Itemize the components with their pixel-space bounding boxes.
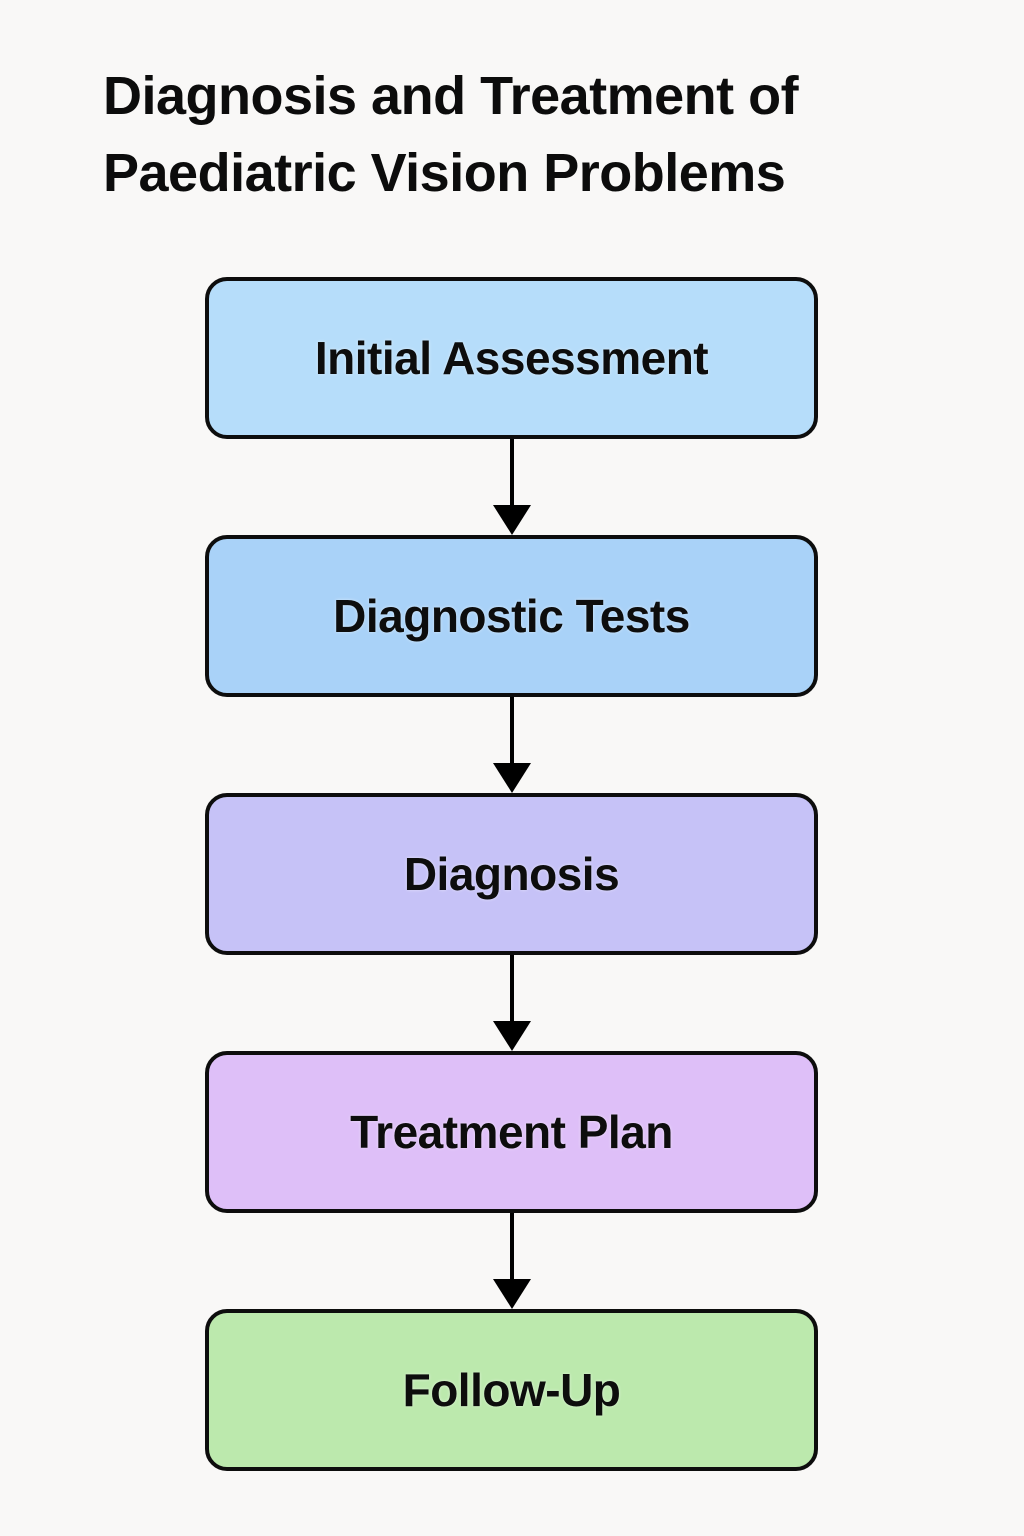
flow-node-diagnostic-tests: Diagnostic Tests bbox=[205, 535, 818, 697]
arrow-down-icon bbox=[492, 763, 531, 793]
flow-node-follow-up: Follow-Up bbox=[205, 1309, 818, 1471]
flow-node-label: Diagnostic Tests bbox=[333, 590, 690, 642]
flow-arrow bbox=[205, 1213, 818, 1309]
arrow-line bbox=[509, 697, 514, 765]
page-title: Diagnosis and Treatment of Paediatric Vi… bbox=[103, 66, 799, 203]
arrow-line bbox=[509, 1213, 514, 1281]
arrow-down-icon bbox=[492, 1279, 531, 1309]
flow-arrow bbox=[205, 697, 818, 793]
arrow-down-icon bbox=[492, 505, 531, 535]
flow-node-label: Diagnosis bbox=[403, 848, 620, 900]
flow-node-treatment-plan: Treatment Plan bbox=[205, 1051, 818, 1213]
arrow-down-icon bbox=[492, 1021, 531, 1051]
flowchart: Initial Assessment Diagnostic Tests Diag… bbox=[205, 277, 818, 1471]
arrow-line bbox=[509, 955, 514, 1023]
flow-node-label: Treatment Plan bbox=[350, 1106, 673, 1158]
flow-arrow bbox=[205, 955, 818, 1051]
flow-node-diagnosis: Diagnosis bbox=[205, 793, 818, 955]
flow-node-label: Initial Assessment bbox=[314, 332, 709, 384]
flow-arrow bbox=[205, 439, 818, 535]
arrow-line bbox=[509, 439, 514, 507]
flow-node-initial-assessment: Initial Assessment bbox=[205, 277, 818, 439]
flow-node-label: Follow-Up bbox=[402, 1364, 621, 1416]
